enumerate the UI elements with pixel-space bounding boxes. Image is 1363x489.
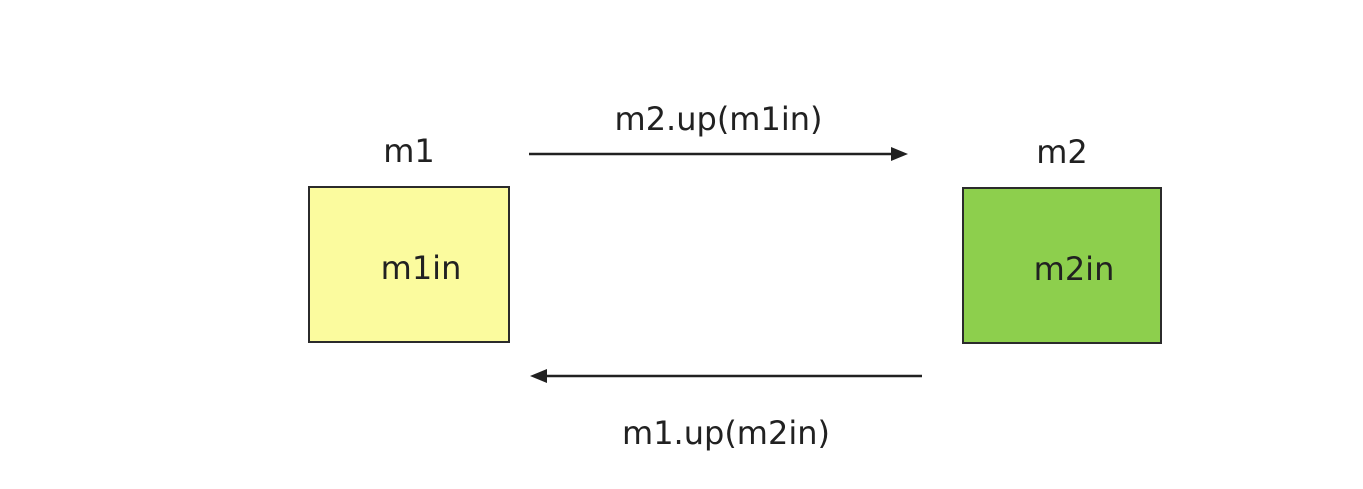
arrow-m2-to-m1 — [530, 369, 922, 383]
node-m2-title: m2 — [1036, 133, 1088, 171]
edge-label-m1-up: m1.up(m2in) — [622, 414, 830, 452]
node-m1-content: m1in — [380, 248, 462, 287]
arrow-m2-to-m1-head-icon — [530, 369, 547, 383]
node-m1-box: m1in — [308, 186, 510, 343]
node-m2-box: m2in — [962, 187, 1162, 344]
node-m1-title: m1 — [383, 132, 435, 170]
node-m2-content: m2in — [1033, 249, 1115, 288]
edge-label-m2-up: m2.up(m1in) — [614, 100, 823, 138]
arrow-m1-to-m2-head-icon — [891, 147, 908, 161]
arrow-m1-to-m2 — [529, 147, 908, 161]
